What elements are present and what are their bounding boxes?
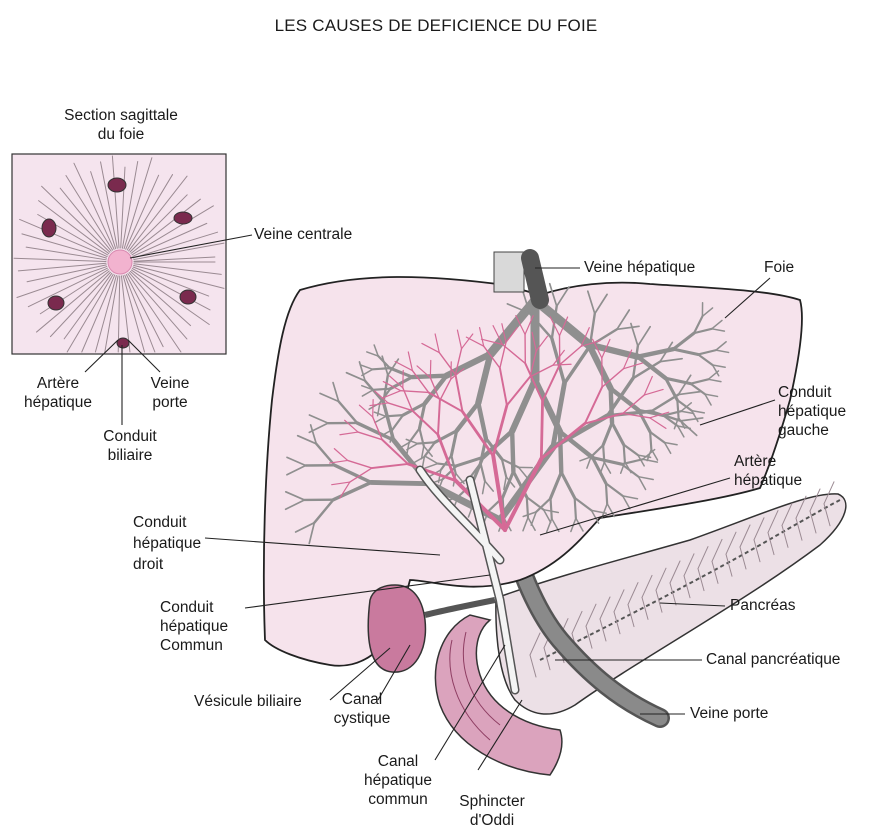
- inset-heading: Section sagittale du foie: [36, 106, 206, 144]
- label-conduit-hepatique-droit: Conduit hépatique droit: [133, 512, 201, 575]
- hepatic-vein-trunk: [530, 258, 540, 300]
- inset-artere-line1: Artère: [18, 374, 98, 393]
- conduit-gauche-line1: Conduit: [778, 383, 846, 402]
- label-inset-conduit-biliaire: Conduit biliaire: [95, 427, 165, 465]
- label-inset-artere-hepatique: Artère hépatique: [18, 374, 98, 412]
- conduit-gauche-line2: hépatique: [778, 402, 846, 421]
- conduit-commun-line2: hépatique: [160, 617, 228, 636]
- canal-cystique-line1: Canal: [330, 690, 394, 709]
- canal-hep-commun-line3: commun: [358, 790, 438, 809]
- inset-artere-line2: hépatique: [18, 393, 98, 412]
- artere-hep-line2: hépatique: [734, 471, 802, 490]
- conduit-droit-line3: droit: [133, 554, 201, 575]
- inset-conduit-line1: Conduit: [95, 427, 165, 446]
- inset-heading-line1: Section sagittale: [36, 106, 206, 125]
- label-canal-hepatique-commun: Canal hépatique commun: [358, 752, 438, 809]
- label-conduit-hepatique-commun: Conduit hépatique Commun: [160, 598, 228, 655]
- inset-veine-porte-line2: porte: [140, 393, 200, 412]
- inset-veine-porte-line1: Veine: [140, 374, 200, 393]
- vena-cava-stub: [494, 252, 524, 292]
- label-artere-hepatique: Artère hépatique: [734, 452, 802, 490]
- label-conduit-hepatique-gauche: Conduit hépatique gauche: [778, 383, 846, 440]
- label-veine-porte: Veine porte: [690, 704, 768, 723]
- canal-hep-commun-line1: Canal: [358, 752, 438, 771]
- canal-cystique-line2: cystique: [330, 709, 394, 728]
- label-canal-cystique: Canal cystique: [330, 690, 394, 728]
- conduit-droit-line2: hépatique: [133, 533, 201, 554]
- inset-conduit-line2: biliaire: [95, 446, 165, 465]
- artere-hep-line1: Artère: [734, 452, 802, 471]
- canal-hep-commun-line2: hépatique: [358, 771, 438, 790]
- sagittal-section-inset: [12, 154, 226, 354]
- label-canal-pancreatique: Canal pancréatique: [706, 650, 840, 669]
- label-foie: Foie: [764, 258, 794, 277]
- central-vein-mark: [108, 250, 132, 274]
- label-veine-centrale: Veine centrale: [254, 225, 352, 244]
- sphincter-line2: d'Oddi: [452, 811, 532, 830]
- label-sphincter-oddi: Sphincter d'Oddi: [452, 792, 532, 830]
- conduit-commun-line1: Conduit: [160, 598, 228, 617]
- inset-heading-line2: du foie: [36, 125, 206, 144]
- label-inset-veine-porte: Veine porte: [140, 374, 200, 412]
- label-veine-hepatique: Veine hépatique: [584, 258, 695, 277]
- sphincter-line1: Sphincter: [452, 792, 532, 811]
- label-vesicule-biliaire: Vésicule biliaire: [194, 692, 302, 711]
- label-pancreas: Pancréas: [730, 596, 795, 615]
- conduit-droit-line1: Conduit: [133, 512, 201, 533]
- conduit-commun-line3: Commun: [160, 636, 228, 655]
- conduit-gauche-line3: gauche: [778, 421, 846, 440]
